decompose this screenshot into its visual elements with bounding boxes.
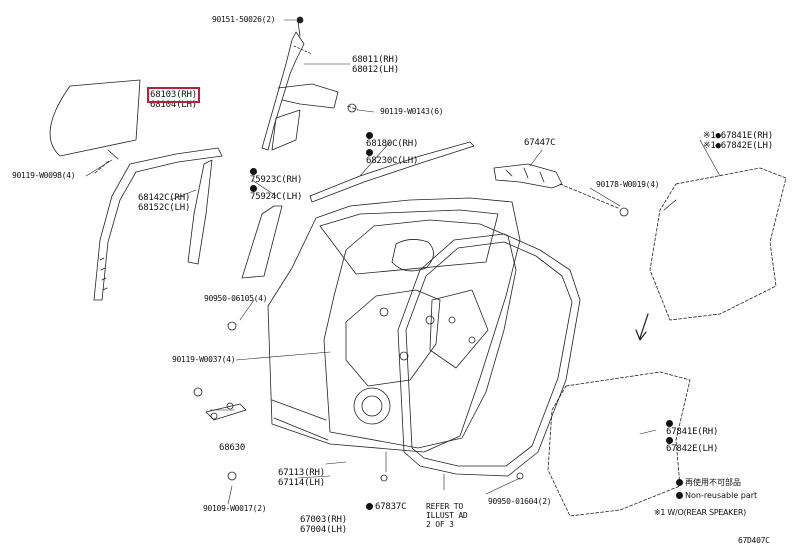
label-panel: 67003(RH) 67004(LH) [300,515,347,535]
label-speaker-top: ※1●67841E(RH) ※1●67842E(LH) [703,131,773,151]
label-garnish-rh-text: 75923C(RH) [250,175,303,185]
non-reusable-dot-icon [666,420,673,427]
non-reusable-dot-icon [676,492,683,499]
label-seal-rh-text: 68180C(RH) [366,139,419,149]
label-run: 68142C(RH) 68152C(LH) [138,193,190,213]
figure-code: 67D407C [738,536,770,545]
label-run-rh: 68142C(RH) [138,193,191,203]
non-reusable-dot-icon [250,168,257,175]
legend-text-2: Non-reusable part [685,491,758,500]
label-glass-rh[interactable]: 68103(RH) [147,87,200,103]
hole-cover-top-drawing [649,167,787,321]
label-bolt-top: 90151-50026(2) [212,15,276,24]
door-inner-drawing [323,219,517,449]
reference-note[interactable]: REFER TO ILLUST AD 2 OF 3 [426,502,468,529]
label-bolt-door: 90119-W0037(4) [172,355,236,364]
label-bolt-check: 90109-W0017(2) [203,504,267,513]
label-panel-rh: 67003(RH) [300,515,347,525]
legend-row-1: 再使用不可部品 [676,476,757,489]
label-wstrip: 67113(RH) 67114(LH) [278,468,325,488]
garnish-drawing [241,205,283,279]
label-garnish: 75923C(RH) 75924C(LH) [250,168,302,202]
legend: 再使用不可部品 Non-reusable part [676,476,757,502]
non-reusable-dot-icon [676,479,683,486]
label-screw-frame: 90119-W0143(6) [380,107,444,116]
label-check: 68630 [219,443,246,453]
door-check-drawing [205,403,247,421]
label-wstrip-rh: 67113(RH) [278,468,325,478]
reference-line-2: ILLUST AD [426,511,468,520]
non-reusable-dot-icon [250,185,257,192]
legend-note: ※1 W/O(REAR SPEAKER) [654,508,746,517]
label-wstrip-lh: 67114(LH) [278,478,325,488]
legend-row-2: Non-reusable part [676,489,757,502]
legend-text-1: 再使用不可部品 [685,478,741,487]
label-seal-rh: 68180C(RH) [366,132,418,149]
label-clip-hinge: 90178-W0019(4) [596,180,660,189]
label-frame-rh: 68011(RH) [352,55,399,65]
door-glass-drawing [49,79,141,157]
label-plug: 67837C [366,502,407,512]
label-cover-rh: 67841E(RH) [666,420,718,437]
hole-cover-bottom-drawing [547,371,691,517]
label-screw-glass: 90119-W0098(4) [12,171,76,180]
label-cover-lh: 67842E(LH) [666,437,718,454]
label-hinge: 67447C [524,138,556,148]
label-glass-lh: 68104(LH) [150,100,197,110]
non-reusable-dot-icon [366,132,373,139]
weatherstrip-drawing [397,233,581,477]
label-glass: 68103(RH) 68104(LH) [147,87,200,110]
label-cover: 67841E(RH) 67842E(LH) [666,420,718,454]
non-reusable-dot-icon [366,503,373,510]
label-panel-lh: 67004(LH) [300,525,347,535]
label-plug-text: 67837C [375,502,407,512]
reference-line-1: REFER TO [426,502,463,511]
label-clip-door: 90950-06105(4) [204,294,268,303]
label-run-lh: 68152C(LH) [138,203,191,213]
label-cover-lh-text: 67842E(LH) [666,444,719,454]
door-outer-drawing [267,197,521,453]
label-garnish-lh-text: 75924C(LH) [250,192,303,202]
label-garnish-lh: 75924C(LH) [250,185,302,202]
label-cover-rh-text: 67841E(RH) [666,427,719,437]
label-seal-lh-text: 68230C(LH) [366,156,419,166]
glass-run-drawing [93,147,223,301]
belt-seal-drawing [309,141,475,203]
window-frame-drawing [261,31,305,151]
non-reusable-dot-icon [666,437,673,444]
label-speaker-top-lh: ※1●67842E(LH) [703,141,773,151]
non-reusable-dot-icon [366,149,373,156]
reference-line-3: 2 OF 3 [426,520,454,529]
label-speaker-top-rh: ※1●67841E(RH) [703,131,773,141]
label-seal: 68180C(RH) 68230C(LH) [366,132,418,166]
label-frame: 68011(RH) 68012(LH) [352,55,399,75]
label-garnish-rh: 75923C(RH) [250,168,302,185]
label-clip-bottom: 90950-01604(2) [488,497,552,506]
hinge-drawing [493,163,563,189]
label-frame-lh: 68012(LH) [352,65,399,75]
label-seal-lh: 68230C(LH) [366,149,418,166]
